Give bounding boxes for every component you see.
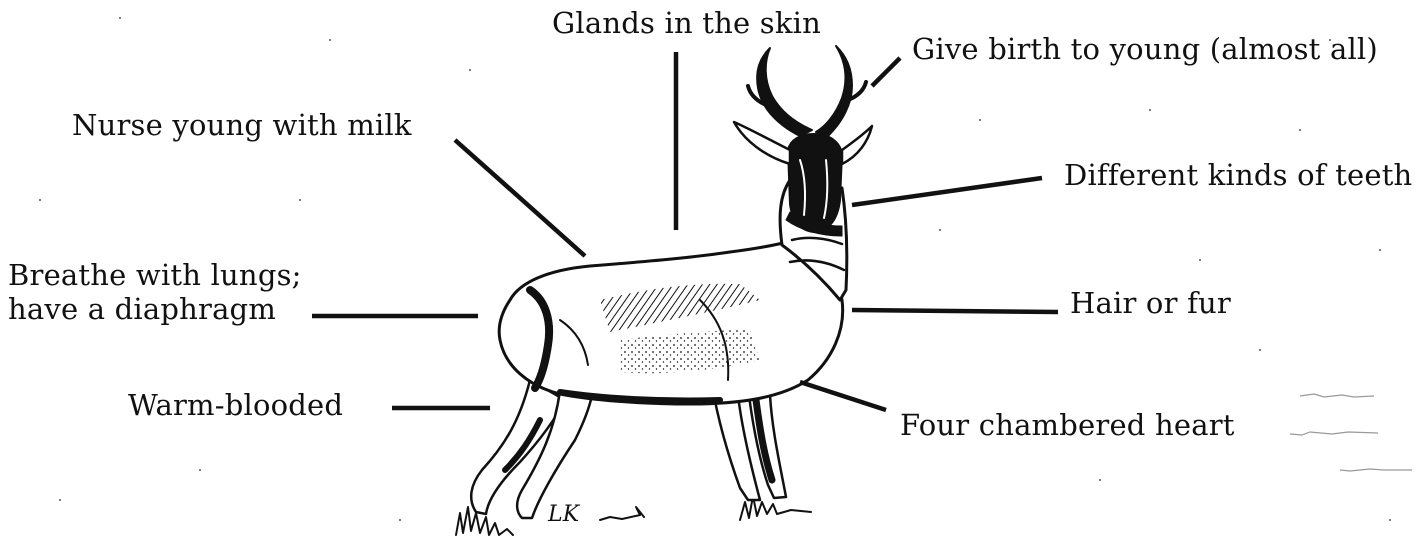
leader-hair bbox=[852, 310, 1058, 312]
antelope-illustration bbox=[456, 46, 872, 535]
leader-birth bbox=[872, 58, 900, 86]
label-four-chambered-heart: Four chambered heart bbox=[900, 408, 1235, 442]
antelope-horn-right bbox=[816, 46, 852, 136]
label-breathe-line-2: have a diaphragm bbox=[8, 292, 302, 326]
ground-grass bbox=[456, 496, 811, 535]
label-breathe-line-1: Breathe with lungs; bbox=[8, 258, 302, 292]
label-glands-in-skin: Glands in the skin bbox=[552, 6, 821, 40]
artist-signature: LK bbox=[548, 498, 579, 532]
antelope-ear-left bbox=[734, 122, 790, 164]
label-different-teeth: Different kinds of teeth bbox=[1064, 158, 1412, 192]
leader-teeth bbox=[852, 178, 1042, 205]
label-nurse-young: Nurse young with milk bbox=[72, 108, 412, 142]
label-give-birth: Give birth to young (almost all) bbox=[912, 32, 1378, 66]
label-breathe-lungs: Breathe with lungs; have a diaphragm bbox=[8, 258, 302, 326]
antelope-horn-left bbox=[757, 48, 812, 136]
label-warm-blooded: Warm-blooded bbox=[128, 388, 343, 422]
antelope-ear-right bbox=[842, 126, 872, 164]
label-hair-or-fur: Hair or fur bbox=[1070, 286, 1231, 320]
scan-text-residue bbox=[1290, 394, 1412, 471]
leader-heart bbox=[800, 382, 886, 410]
antelope-head bbox=[788, 134, 842, 232]
leader-nurse bbox=[455, 140, 585, 256]
